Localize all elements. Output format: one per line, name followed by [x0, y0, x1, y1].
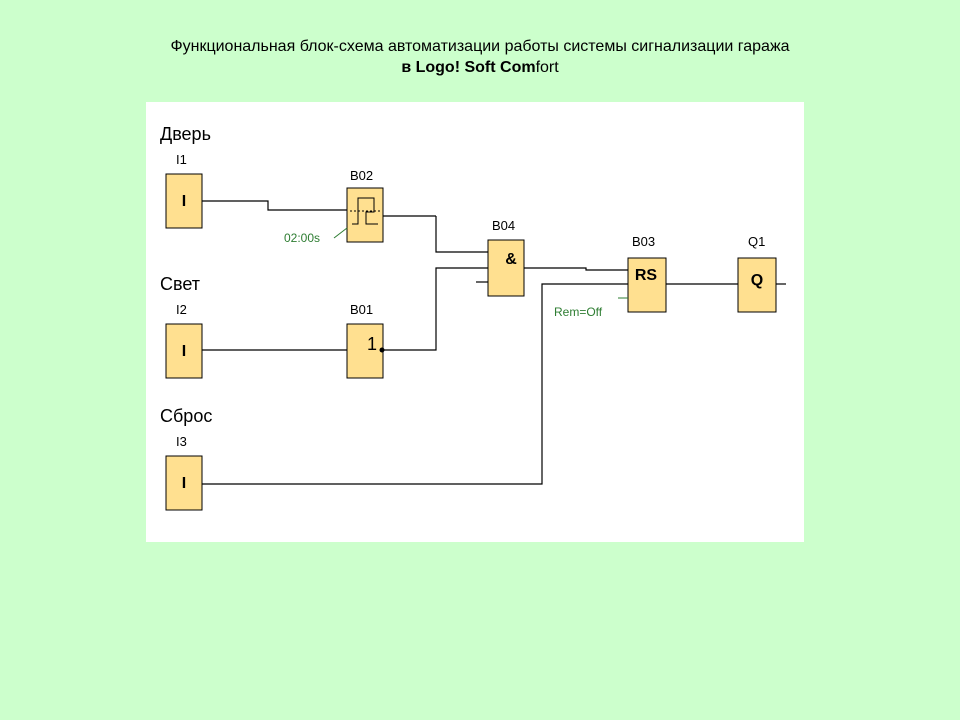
wire-b01-b04 — [383, 267, 488, 351]
logic-diagram: Дверь I1 Свет I2 Сброс I3 I I I B02 02:0… — [160, 124, 786, 511]
input-block-i3-symbol: I — [182, 475, 186, 492]
and-block-b04[interactable] — [487, 239, 525, 297]
input-label-reset: Сброс — [160, 406, 212, 426]
timer-param: 02:00s — [284, 231, 320, 245]
wire-b04-b03 — [524, 267, 628, 271]
not-block-symbol: 1 — [367, 334, 377, 354]
and-block-symbol: & — [505, 251, 517, 268]
title-line-2: в Logo! Soft Comfort — [0, 57, 960, 78]
output-block-q1[interactable] — [737, 257, 777, 313]
diagram-panel: Дверь I1 Свет I2 Сброс I3 I I I B02 02:0… — [146, 102, 804, 542]
pulse-icon — [352, 197, 378, 225]
input-block-i2-symbol: I — [182, 343, 186, 360]
inversion-dot-icon — [379, 347, 385, 353]
title-suffix: fort — [535, 59, 559, 76]
block-id-b02: B02 — [350, 168, 373, 183]
slide-title: Функциональная блок-схема автоматизации … — [0, 36, 960, 78]
block-id-b03: B03 — [632, 234, 655, 249]
block-id-b04: B04 — [492, 218, 515, 233]
input-label-door: Дверь — [160, 124, 211, 144]
block-id-b01: B01 — [350, 302, 373, 317]
rs-block-symbol: RS — [635, 267, 658, 284]
wire-i1-b02 — [202, 200, 347, 211]
timer-param-connector — [333, 227, 348, 239]
title-prefix: в — [401, 59, 416, 76]
input-id-i1: I1 — [176, 152, 187, 167]
block-id-q1: Q1 — [748, 234, 765, 249]
input-block-i1-symbol: I — [182, 193, 186, 210]
timer-block-b02[interactable] — [346, 187, 384, 243]
input-id-i3: I3 — [176, 434, 187, 449]
title-line-1: Функциональная блок-схема автоматизации … — [170, 38, 790, 55]
not-block-b01[interactable] — [346, 323, 384, 379]
input-block-i2[interactable] — [165, 323, 203, 379]
input-block-i1[interactable] — [165, 173, 203, 229]
wire-i3-b03 — [202, 283, 628, 485]
rs-block-b03[interactable] — [627, 257, 667, 313]
input-block-i3[interactable] — [165, 455, 203, 511]
title-bold: Logo! Soft Com — [415, 59, 536, 76]
input-id-i2: I2 — [176, 302, 187, 317]
input-label-light: Свет — [160, 274, 200, 294]
rs-param: Rem=Off — [554, 305, 603, 319]
output-block-symbol: Q — [751, 272, 763, 289]
wire-b02-b04 — [435, 216, 488, 253]
